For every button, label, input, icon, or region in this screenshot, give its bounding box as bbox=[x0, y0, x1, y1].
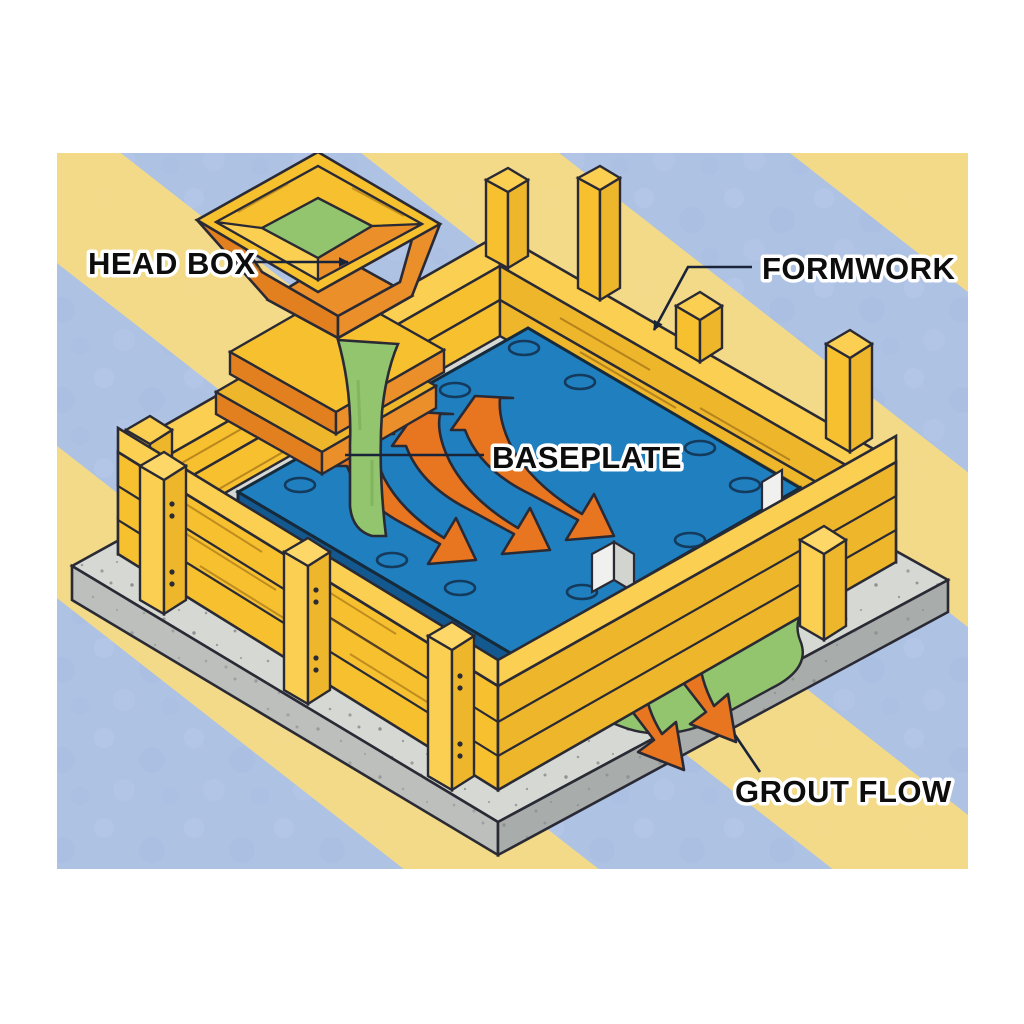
grout-stream bbox=[336, 338, 400, 538]
baseplate-shims bbox=[590, 468, 784, 594]
head-box-grain bbox=[227, 183, 405, 271]
callout-label-head-box: HEAD BOX bbox=[88, 246, 256, 281]
grout-stream-shading bbox=[356, 379, 374, 506]
callout-label-baseplate: BASEPLATE bbox=[492, 440, 682, 475]
form-stake-front-1 bbox=[137, 450, 189, 617]
form-stake-front-right bbox=[797, 524, 849, 643]
baseplate-bolt-holes bbox=[283, 339, 762, 601]
form-stake-front-3 bbox=[425, 620, 477, 793]
grout-stream-body bbox=[336, 338, 400, 538]
form-stake-front-2 bbox=[281, 536, 333, 707]
form-stake-back-right bbox=[673, 290, 725, 365]
flow-arrow-top-3 bbox=[449, 394, 616, 542]
form-stake-far-right bbox=[823, 328, 875, 455]
leader-grout-flow bbox=[733, 734, 762, 773]
callouts: HEAD BOX FORMWORK BASEPLATE GROUT FLOW bbox=[85, 243, 959, 813]
formwork-front-right-top-rail bbox=[496, 433, 898, 689]
flow-arrow-top-2 bbox=[390, 410, 552, 556]
callout-label-formwork: FORMWORK bbox=[762, 251, 956, 286]
stake-nails bbox=[169, 501, 175, 587]
form-stake-back-left bbox=[483, 166, 531, 271]
leader-formwork bbox=[652, 265, 752, 331]
head-box-grout-pool bbox=[259, 196, 375, 260]
callout-label-grout-flow: GROUT FLOW bbox=[735, 774, 952, 809]
formwork-front bbox=[116, 425, 898, 793]
form-stake-back-center bbox=[575, 164, 623, 303]
